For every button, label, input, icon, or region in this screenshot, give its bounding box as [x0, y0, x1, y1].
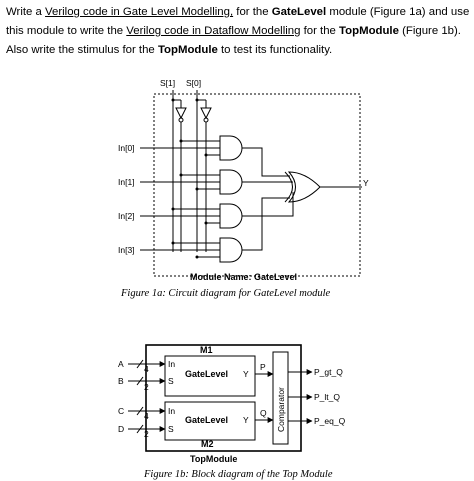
- m2-s-port: S: [168, 424, 174, 434]
- label-in0: In[0]: [118, 143, 135, 153]
- label-p-gt-q: P_gt_Q: [314, 367, 343, 377]
- and-gate-2: [219, 203, 243, 229]
- figure-1b-labels: M1 M2 A B C D 4 2 4 2 In S GateLevel Y I…: [118, 345, 346, 480]
- inverter-s1: [175, 107, 187, 120]
- module-name-label: Module Name: GateLevel: [190, 272, 297, 282]
- and-gate-0: [219, 135, 243, 161]
- text: for the: [233, 6, 272, 18]
- figure-1a-circuit: [140, 90, 362, 277]
- underlined-phrase: Verilog code in Dataflow Modelling: [126, 25, 301, 37]
- m2-name: GateLevel: [185, 415, 228, 425]
- figure-1a-caption: Figure 1a: Circuit diagram for GateLevel…: [120, 288, 331, 299]
- module-boundary: [153, 93, 361, 277]
- width-c: 4: [144, 411, 149, 421]
- text: Also write the stimulus for the: [6, 44, 158, 56]
- label-m1: M1: [200, 345, 213, 355]
- label-y: Y: [363, 178, 369, 188]
- and-gate-3: [219, 237, 243, 263]
- comparator-label: Comparator: [276, 387, 286, 432]
- label-d: D: [118, 424, 124, 434]
- label-q: Q: [260, 408, 267, 418]
- label-m2: M2: [201, 439, 214, 449]
- comparator-box: [272, 351, 289, 445]
- width-b: 2: [144, 382, 149, 392]
- text: (Figure 1b).: [398, 25, 461, 37]
- or-gate-back-line: [284, 171, 293, 203]
- m1-name: GateLevel: [185, 369, 228, 379]
- m2-y-port: Y: [243, 415, 249, 425]
- label-in3: In[3]: [118, 245, 135, 255]
- label-in2: In[2]: [118, 211, 135, 221]
- bold-term: GateLevel: [271, 6, 327, 18]
- label-p: P: [260, 362, 266, 372]
- label-in1: In[1]: [118, 177, 135, 187]
- and-gate-1: [219, 169, 243, 195]
- m2-in-port: In: [168, 406, 175, 416]
- label-p-eq-q: P_eq_Q: [314, 416, 346, 426]
- question-line-3: Also write the stimulus for the TopModul…: [6, 41, 472, 60]
- text: for the: [300, 25, 340, 37]
- text: module (Figure 1a) and use: [326, 6, 470, 18]
- figure-1b-caption: Figure 1b: Block diagram of the Top Modu…: [143, 469, 333, 480]
- label-c: C: [118, 406, 124, 416]
- label-p-lt-q: P_lt_Q: [314, 392, 340, 402]
- width-a: 4: [144, 364, 149, 374]
- question-line-1: Write a Verilog code in Gate Level Model…: [6, 3, 472, 22]
- top-module-box: [145, 344, 302, 452]
- figure-1b-block-diagram: [128, 344, 313, 452]
- text: this module to write the: [6, 25, 127, 37]
- width-d: 2: [144, 429, 149, 439]
- text: Write a: [6, 6, 46, 18]
- label-b: B: [118, 376, 124, 386]
- top-module-label: TopModule: [190, 454, 237, 464]
- or-gate: [287, 171, 321, 203]
- label-s1: S[1]: [160, 78, 175, 88]
- question-text: Write a Verilog code in Gate Level Model…: [6, 3, 472, 60]
- label-s0: S[0]: [186, 78, 201, 88]
- gatelevel-m1-box: [164, 355, 256, 397]
- m1-s-port: S: [168, 376, 174, 386]
- question-line-2: this module to write the Verilog code in…: [6, 22, 472, 41]
- figure-1a-labels: S[1] S[0] In[0] In[1] In[2] In[3] Y Modu…: [118, 78, 369, 299]
- inverter-s0: [200, 107, 212, 120]
- m1-y-port: Y: [243, 369, 249, 379]
- bold-term: TopModule: [157, 44, 218, 56]
- label-a: A: [118, 359, 124, 369]
- underlined-phrase: Verilog code in Gate Level Modelling,: [45, 6, 234, 18]
- bold-term: TopModule: [339, 25, 399, 37]
- gatelevel-m2-box: [164, 401, 256, 441]
- m1-in-port: In: [168, 359, 175, 369]
- text: to test its functionality.: [217, 44, 333, 56]
